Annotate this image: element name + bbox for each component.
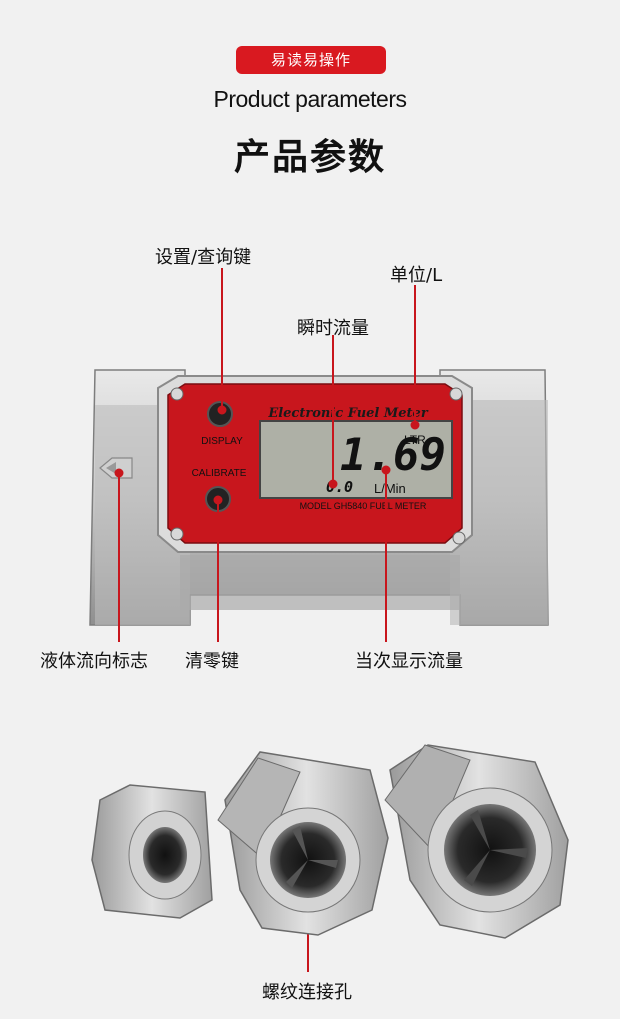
callout-reset-key: 清零键: [185, 651, 239, 672]
meter-brand: Electronic Fuel Meter: [267, 406, 429, 421]
callout-lines: [114, 268, 420, 972]
screw-icon: [170, 387, 184, 401]
fitting-right: [384, 744, 569, 939]
calibrate-button-label: CALIBRATE: [192, 468, 247, 479]
lcd-rate-unit: L/Min: [374, 481, 406, 496]
flow-arrow-icon: [99, 457, 133, 479]
lcd-reading-unit: LTR: [404, 433, 426, 447]
callout-thread-hole: 螺纹连接孔: [262, 982, 352, 1003]
screw-icon: [449, 387, 463, 401]
callout-instant-flow: 瞬时流量: [297, 318, 369, 339]
section-badge: 易读易操作: [236, 46, 386, 74]
callout-unit: 单位/L: [390, 265, 443, 286]
lcd-reading: 1.69: [340, 430, 446, 481]
screw-icon: [170, 527, 184, 541]
fitting-middle: [217, 751, 389, 936]
section-subtitle: Product parameters: [213, 86, 407, 112]
fitting-left: [91, 784, 213, 919]
screw-icon: [452, 531, 466, 545]
callout-settings-key: 设置/查询键: [155, 247, 252, 268]
section-title: 产品参数: [233, 137, 386, 178]
callout-flow-direction: 液体流向标志: [40, 651, 148, 672]
display-button-label: DISPLAY: [201, 436, 243, 447]
meter-model: MODEL GH5840 FUEL METER: [300, 501, 427, 511]
lcd-screen: [259, 420, 453, 499]
callout-current-flow: 当次显示流量: [355, 651, 463, 672]
